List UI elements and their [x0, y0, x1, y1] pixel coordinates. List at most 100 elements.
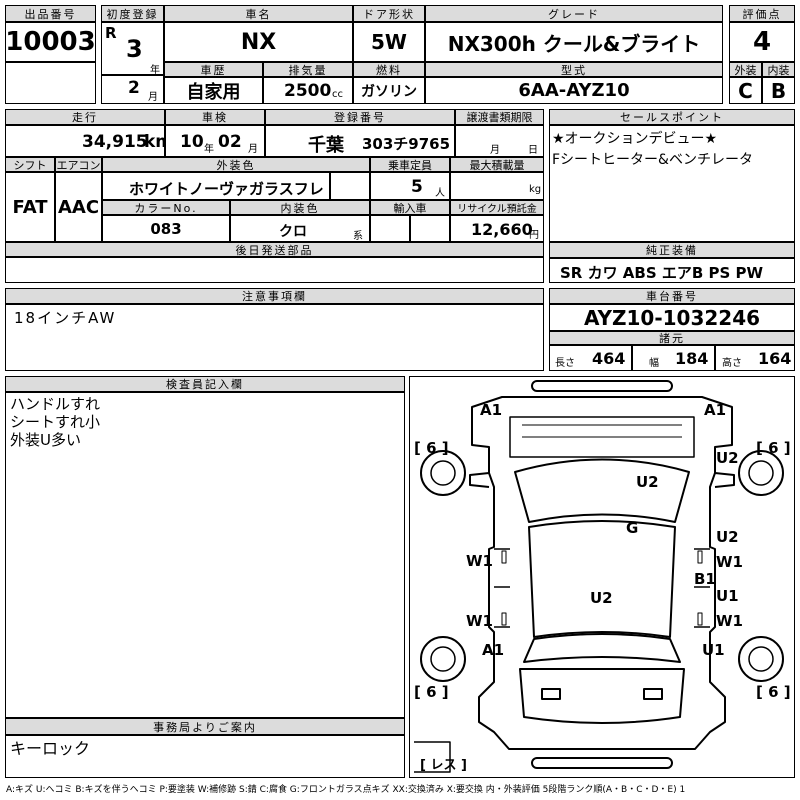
- hood-outline: [509, 416, 695, 458]
- chassis-number: AYZ10-1032246: [549, 304, 795, 331]
- score-label: 評価点: [729, 5, 795, 22]
- damage-mark-door-fl: W1: [466, 552, 493, 570]
- displacement-label: 排気量: [263, 62, 353, 77]
- first-reg-month-cell: 2 月: [101, 75, 164, 104]
- capacity-cell: 5 人: [370, 172, 450, 200]
- history-label: 車歴: [164, 62, 263, 77]
- specs-label: 諸元: [549, 331, 795, 345]
- first-reg-year-cell: R 3 年: [101, 22, 164, 76]
- car-damage-diagram: [ 6 ] [ 6 ] [ 6 ] [ 6 ] [ レス ] A1 A1 U2 …: [409, 376, 795, 778]
- later-parts-cell: [5, 257, 544, 283]
- lot-number-label: 出品番号: [5, 5, 96, 22]
- damage-mark-roof: U2: [590, 589, 613, 607]
- grade: NX300h クール&ブライト: [425, 22, 723, 62]
- inspection-year: 10: [180, 132, 204, 152]
- import-cell-2: [410, 215, 450, 242]
- equipment-cell: SR カワ ABS エアB PS PW: [549, 258, 795, 283]
- year-unit: 年: [150, 65, 160, 76]
- score: 4: [729, 22, 795, 62]
- ac-label: エアコン: [55, 157, 102, 172]
- transfer-month-unit: 月: [490, 145, 500, 156]
- transfer-doc-cell: 月 日: [455, 125, 544, 157]
- plate-number: 303チ9765: [362, 135, 451, 153]
- width: 184: [675, 349, 709, 368]
- transfer-day-unit: 日: [528, 145, 538, 156]
- person-unit: 人: [435, 188, 445, 199]
- door-label: ドア形状: [353, 5, 425, 22]
- equipment-label: 純正装備: [549, 242, 795, 258]
- length-label: 長さ: [555, 358, 575, 369]
- damage-mark-door-rr-2: W1: [716, 612, 743, 630]
- tire-tread-rr: [ 6 ]: [756, 683, 791, 701]
- damage-mark-glass: G: [626, 519, 639, 537]
- kei-unit: 系: [353, 231, 363, 242]
- recycle-label: リサイクル預託金: [450, 200, 544, 215]
- later-parts-label: 後日発送部品: [5, 242, 544, 257]
- color-no-label: カラーNo.: [102, 200, 230, 215]
- car-name: NX: [164, 22, 353, 62]
- door-handle-fl: [501, 550, 507, 564]
- width-cell: 幅 184: [632, 345, 715, 371]
- wheel-rear-left: [420, 636, 466, 682]
- door-handle-fr: [697, 550, 703, 564]
- capacity-label: 乗車定員: [370, 157, 450, 172]
- max-load-cell: kg: [450, 172, 544, 200]
- notes-text: 18インチAW: [14, 309, 117, 327]
- door-handle-rl: [501, 612, 507, 626]
- recycle-cell: 12,660 円: [450, 215, 544, 242]
- int-grade: B: [762, 77, 795, 104]
- door-lines: [494, 548, 710, 628]
- height: 164: [758, 349, 792, 368]
- front-bumper-outline: [531, 380, 673, 392]
- damage-code-legend: A:キズ U:ヘコミ B:キズを伴うヘコミ P:要塗装 W:補修跡 S:錆 C:…: [6, 785, 686, 795]
- trunk-outline: [519, 668, 685, 724]
- rear-window-outline: [523, 633, 681, 663]
- damage-mark-door-rl: W1: [466, 612, 493, 630]
- interior-color-label: 内装色: [230, 200, 370, 215]
- exterior-color-extra-cell: [330, 172, 370, 200]
- hood-lines: [522, 424, 682, 438]
- rear-lamp-right: [643, 688, 663, 700]
- windshield-outline: [514, 458, 690, 523]
- reg-month: 2: [128, 78, 140, 98]
- inspection-cell: 10 年 02 月: [165, 125, 265, 157]
- rear-lamp-left: [541, 688, 561, 700]
- reg-year: 3: [126, 35, 143, 63]
- tire-tread-fl: [ 6 ]: [414, 439, 449, 457]
- wheel-rear-right: [738, 636, 784, 682]
- max-load-label: 最大積載量: [450, 157, 544, 172]
- tire-tread-fr: [ 6 ]: [756, 439, 791, 457]
- inspector-label: 検査員記入欄: [5, 376, 405, 392]
- mileage: 34,915: [82, 132, 148, 152]
- damage-mark-door-fr-1: U2: [716, 528, 739, 546]
- spare-tire-box: [414, 741, 451, 773]
- first-reg-label: 初度登録: [101, 5, 164, 22]
- month-unit: 月: [148, 92, 158, 103]
- damage-mark-rear-left: A1: [482, 641, 505, 659]
- inspection-month: 02: [218, 132, 242, 152]
- transfer-doc-label: 譲渡書類期限: [455, 109, 544, 125]
- office-cell: キーロック: [5, 735, 405, 778]
- import-cell-1: [370, 215, 410, 242]
- interior-color: クロ: [279, 224, 307, 240]
- width-label: 幅: [649, 358, 659, 369]
- inspector-notes-cell: ハンドルすれ シートすれ小 外装U多い: [5, 392, 405, 718]
- damage-mark-door-rr-1: U1: [716, 587, 739, 605]
- car-body-outline: [471, 396, 733, 750]
- door-handle-rr: [697, 612, 703, 626]
- color-no: 083: [102, 215, 230, 242]
- length: 464: [592, 349, 626, 368]
- inspection-label: 車検: [165, 109, 265, 125]
- roof-outline: [528, 520, 676, 638]
- era: R: [105, 24, 117, 42]
- capacity: 5: [411, 177, 423, 197]
- mileage-cell: 34,915 km: [5, 125, 173, 157]
- recycle-fee: 12,660: [471, 220, 533, 239]
- ac: AAC: [55, 172, 102, 242]
- ext-grade: C: [729, 77, 762, 104]
- displacement: 2500: [284, 81, 332, 101]
- sales-point-cell: ★オークションデビュー★ Fシートヒーター&ベンチレータ: [549, 125, 795, 242]
- ext-grade-label: 外装: [729, 62, 762, 77]
- inspection-year-unit: 年: [204, 144, 214, 155]
- inspection-month-unit: 月: [248, 144, 258, 155]
